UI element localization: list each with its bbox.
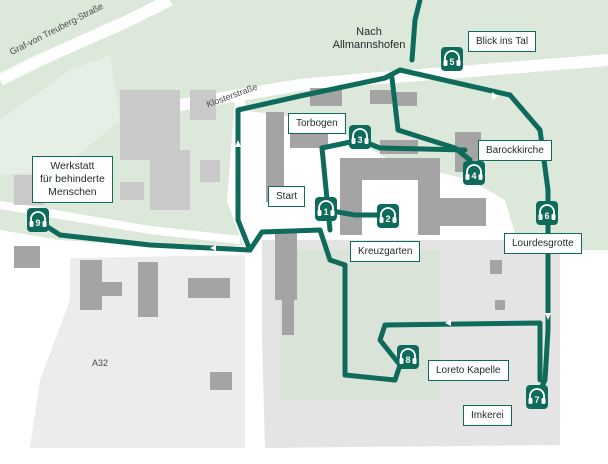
building bbox=[190, 90, 216, 120]
direction-arrows bbox=[210, 92, 551, 326]
svg-text:2: 2 bbox=[385, 214, 390, 224]
svg-text:8: 8 bbox=[405, 355, 410, 365]
stop-label-lourdesgrotte: Lourdesgrotte bbox=[504, 233, 582, 254]
building bbox=[138, 262, 158, 317]
stop-label-loreto-kapelle: Loreto Kapelle bbox=[428, 360, 509, 381]
headphones-icon: 8 bbox=[397, 345, 419, 369]
headphones-icon: 5 bbox=[441, 47, 463, 71]
building bbox=[495, 300, 505, 310]
stop-label-werkstatt: Werkstatt für behinderte Menschen bbox=[32, 156, 113, 203]
headphones-icon: 7 bbox=[526, 385, 548, 409]
building bbox=[150, 150, 190, 210]
route-path bbox=[235, 67, 551, 398]
stop-marker-1[interactable]: 1 bbox=[314, 196, 338, 222]
stop-label-start: Start bbox=[268, 186, 306, 207]
svg-text:1: 1 bbox=[323, 207, 328, 217]
building bbox=[340, 158, 440, 180]
meadow-area bbox=[0, 55, 120, 175]
building bbox=[120, 90, 180, 160]
svg-text:4: 4 bbox=[471, 171, 476, 181]
road bbox=[149, 54, 608, 116]
headphones-icon: 4 bbox=[463, 161, 485, 185]
stop-marker-5[interactable]: 5 bbox=[440, 46, 464, 72]
building bbox=[80, 260, 102, 310]
route-path bbox=[37, 219, 543, 383]
stop-marker-4[interactable]: 4 bbox=[462, 160, 486, 186]
headphones-icon: 2 bbox=[377, 204, 399, 228]
arrow-icon bbox=[545, 313, 551, 320]
headphones-icon: 6 bbox=[536, 201, 558, 225]
arrow-icon bbox=[235, 140, 241, 147]
building bbox=[14, 246, 40, 268]
arrow-icon bbox=[210, 245, 216, 251]
route-path bbox=[389, 75, 473, 163]
building bbox=[340, 180, 362, 235]
arrow-icon bbox=[445, 320, 451, 326]
building bbox=[92, 282, 122, 296]
building bbox=[120, 182, 144, 200]
stop-label-blick-ins-tal: Blick ins Tal bbox=[468, 31, 537, 52]
svg-text:6: 6 bbox=[544, 211, 549, 221]
destination-text: Nach Allmannshofen bbox=[332, 26, 406, 51]
minor-buildings bbox=[14, 90, 220, 210]
stop-label-barockkirche: Barockkirche bbox=[478, 140, 552, 161]
headphones-icon: 3 bbox=[349, 125, 371, 149]
stop-marker-8[interactable]: 8 bbox=[396, 344, 420, 370]
svg-text:9: 9 bbox=[35, 218, 40, 228]
stop-marker-9[interactable]: 9 bbox=[26, 207, 50, 233]
stop-label-torbogen: Torbogen bbox=[288, 113, 346, 134]
road-label-a32: A32 bbox=[92, 358, 109, 368]
svg-text:5: 5 bbox=[449, 57, 454, 67]
stop-label-imkerei: Imkerei bbox=[463, 405, 512, 426]
building bbox=[188, 278, 230, 298]
stop-marker-6[interactable]: 6 bbox=[535, 200, 559, 226]
headphones-icon: 1 bbox=[315, 197, 337, 221]
svg-text:3: 3 bbox=[357, 135, 362, 145]
building bbox=[275, 230, 297, 300]
stop-label-kreuzgarten: Kreuzgarten bbox=[350, 241, 421, 262]
building bbox=[266, 112, 284, 202]
building bbox=[490, 260, 502, 274]
building bbox=[200, 160, 220, 182]
building bbox=[370, 90, 392, 104]
route-line bbox=[37, 0, 551, 398]
building bbox=[210, 372, 232, 390]
building bbox=[282, 295, 294, 335]
road bbox=[0, 0, 173, 86]
arrow-icon bbox=[492, 92, 498, 100]
buildings bbox=[14, 88, 505, 390]
destination-label: Nach Allmannshofen bbox=[328, 26, 410, 52]
headphones-icon: 9 bbox=[27, 208, 49, 232]
stop-marker-7[interactable]: 7 bbox=[525, 384, 549, 410]
route-path bbox=[409, 0, 423, 63]
stop-marker-3[interactable]: 3 bbox=[348, 124, 372, 150]
building bbox=[420, 198, 486, 226]
building bbox=[395, 92, 417, 106]
svg-text:7: 7 bbox=[534, 395, 539, 405]
stop-marker-2[interactable]: 2 bbox=[376, 203, 400, 229]
